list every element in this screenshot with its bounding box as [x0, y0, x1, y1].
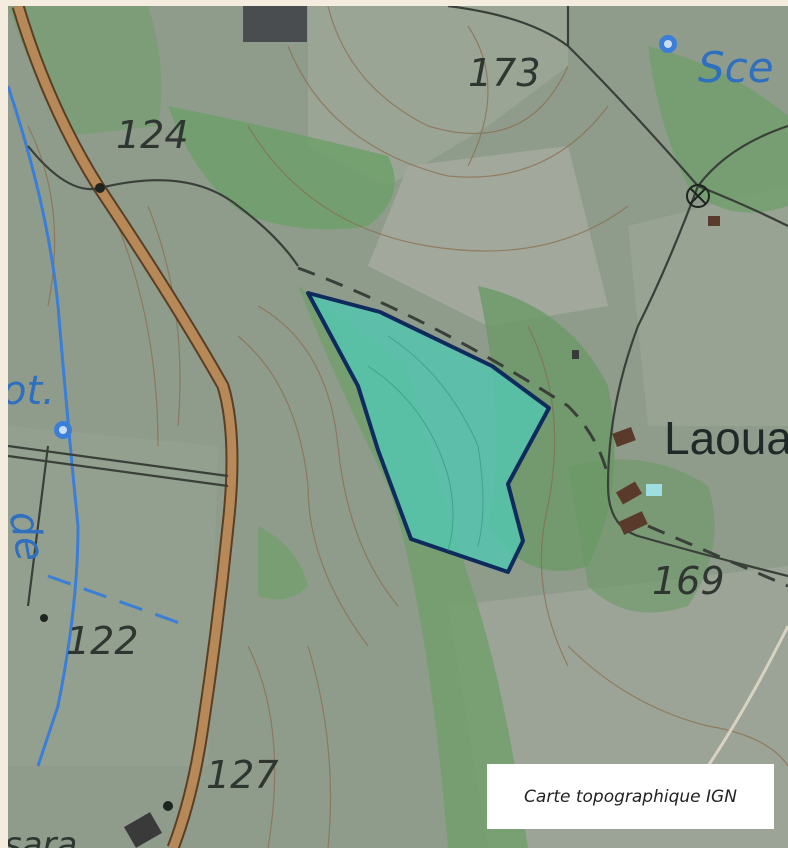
field-patch: [628, 186, 788, 426]
contour-label-169: 169: [652, 559, 725, 603]
field-patch: [308, 6, 568, 186]
forest-area: [168, 106, 395, 230]
topographic-map[interactable]: 173 124 122 127 169 Laoua Sce ot. de sar…: [8, 6, 788, 848]
water-label-de: de: [8, 507, 54, 564]
building: [612, 427, 636, 447]
crossroad-icon: [686, 184, 710, 208]
track-path: [297, 266, 610, 477]
contour-label-127: 127: [206, 753, 279, 797]
building: [243, 6, 307, 42]
field-patch: [8, 426, 218, 766]
building: [708, 216, 720, 226]
map-caption: Carte topographique IGN: [487, 764, 774, 829]
forest-area: [258, 526, 308, 600]
intermittent-stream: [47, 574, 189, 628]
track-path: [647, 524, 788, 588]
track-path: [706, 625, 788, 767]
building: [618, 511, 648, 535]
contour-label-122: 122: [66, 619, 139, 663]
building: [615, 481, 643, 505]
contour-label-124: 124: [116, 113, 189, 157]
pool: [646, 484, 662, 496]
contour-lines: [27, 6, 788, 848]
water-label-ot: ot.: [8, 368, 55, 414]
parcel-highlight[interactable]: [306, 291, 551, 574]
contour-label-173: 173: [468, 51, 541, 95]
main-road[interactable]: [13, 6, 237, 848]
water-label-sce: Sce: [698, 43, 774, 92]
building: [124, 812, 162, 848]
forest-area: [648, 46, 788, 213]
forest-area: [8, 6, 162, 136]
building: [572, 350, 579, 359]
stream: [8, 85, 80, 767]
secondary-roads: [8, 6, 788, 607]
forest-area: [298, 286, 528, 848]
field-patch: [368, 146, 608, 326]
place-label-partial: sara: [8, 825, 77, 848]
map-canvas: 173 124 122 127 169 Laoua Sce ot. de sar…: [8, 6, 788, 848]
place-label-laoua: Laoua: [664, 412, 788, 464]
